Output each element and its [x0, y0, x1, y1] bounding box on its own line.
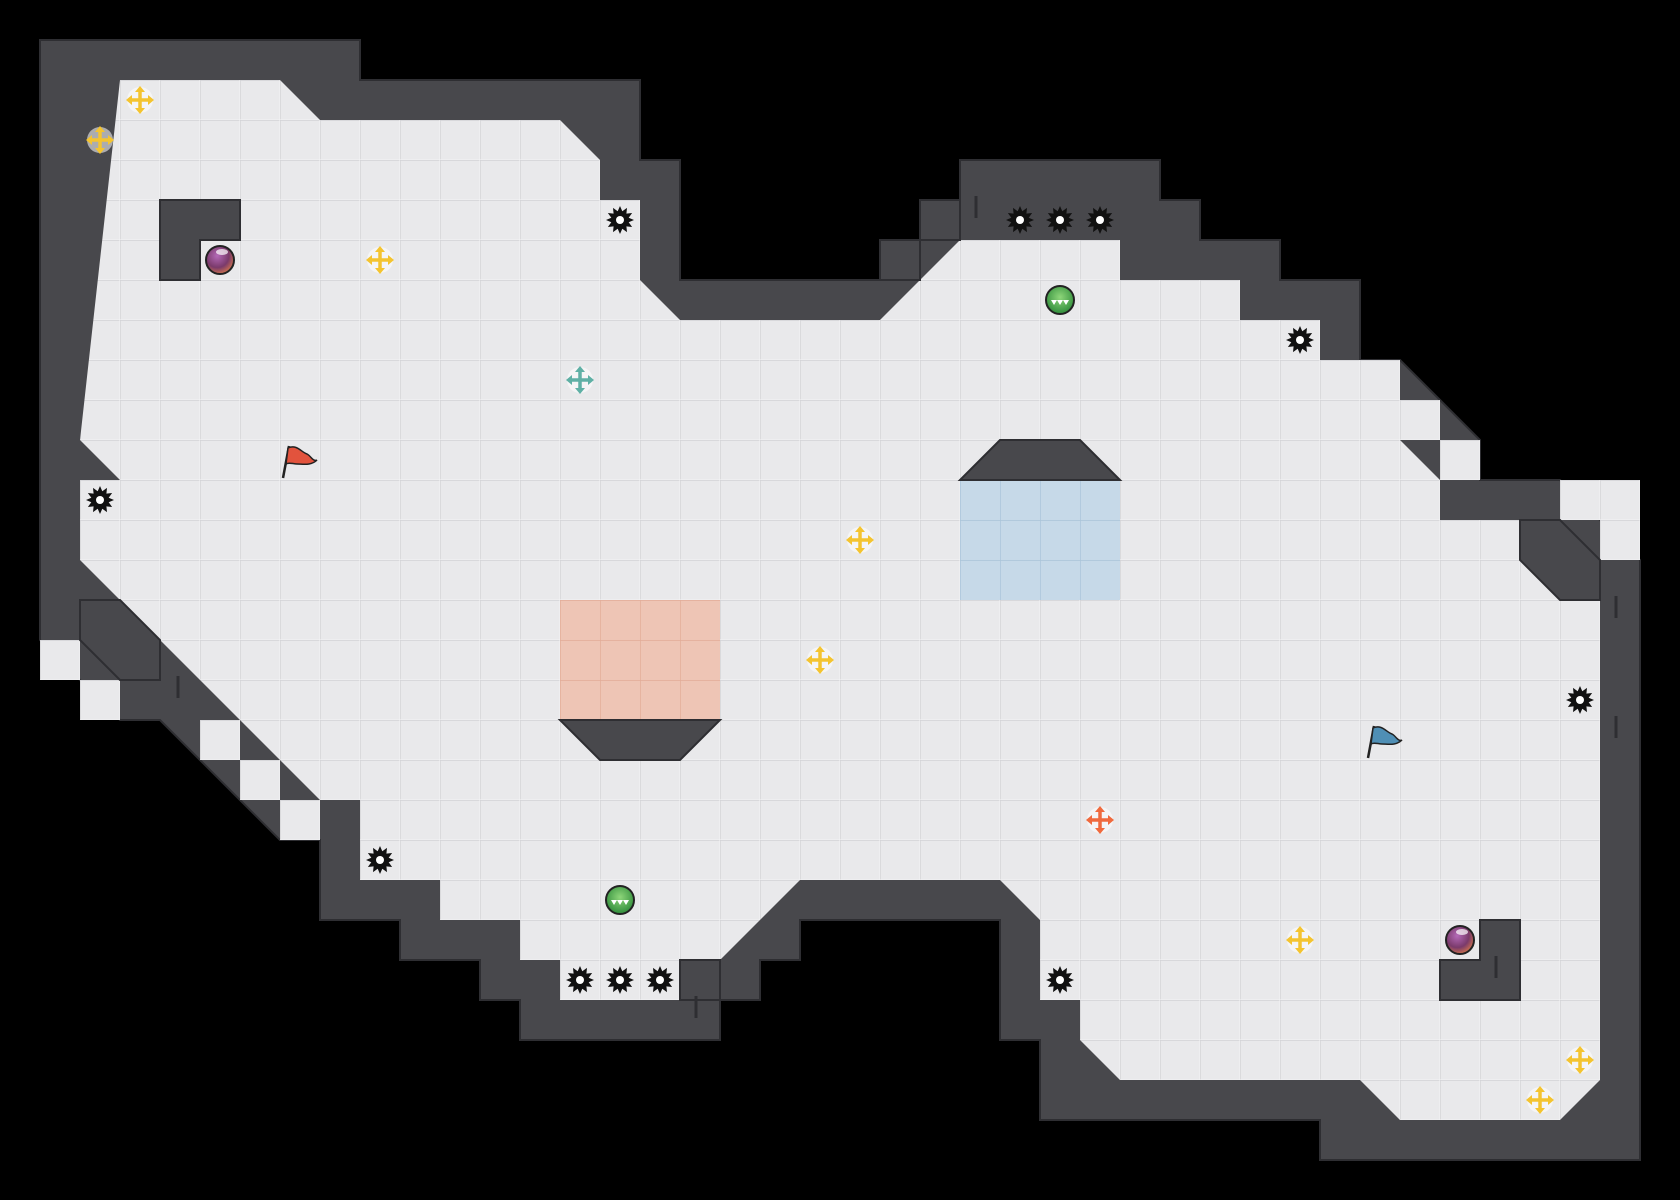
powerup-icon: [1445, 925, 1475, 955]
wall-markers: [176, 196, 1618, 1018]
spike-icon: [366, 846, 394, 874]
orange-boost-icon: [1086, 806, 1114, 834]
spike-icon: [1006, 206, 1034, 234]
spike-icon: [86, 486, 114, 514]
yellow-boost-icon: [846, 526, 874, 554]
powerup-icon: [205, 245, 235, 275]
spike-icon: [646, 966, 674, 994]
yellow-boost-icon: [1566, 1046, 1594, 1074]
spike-icon: [566, 966, 594, 994]
spike-icon: [1046, 966, 1074, 994]
spike-icon: [1086, 206, 1114, 234]
yellow-boost-icon: [366, 246, 394, 274]
yellow-boost-icon: [126, 86, 154, 114]
spike-icon: [1046, 206, 1074, 234]
teal-boost-icon: [566, 366, 594, 394]
blue-flag-icon: [1366, 725, 1403, 759]
yellow-boost-icon: [806, 646, 834, 674]
spike-icon: [1286, 326, 1314, 354]
yellow-boost-icon: [1526, 1086, 1554, 1114]
spike-icon: [606, 966, 634, 994]
bomb-icon: [605, 885, 635, 915]
map-markers: [86, 86, 1594, 1114]
spike-icon: [1566, 686, 1594, 714]
yellow-boost-icon: [1286, 926, 1314, 954]
bomb-icon: [1045, 285, 1075, 315]
spike-icon: [606, 206, 634, 234]
inner-walls: [79, 199, 1601, 1001]
red-flag-icon: [281, 445, 318, 479]
yellow-boost-icon: [86, 126, 114, 154]
arena-floor: [40, 80, 1640, 1120]
